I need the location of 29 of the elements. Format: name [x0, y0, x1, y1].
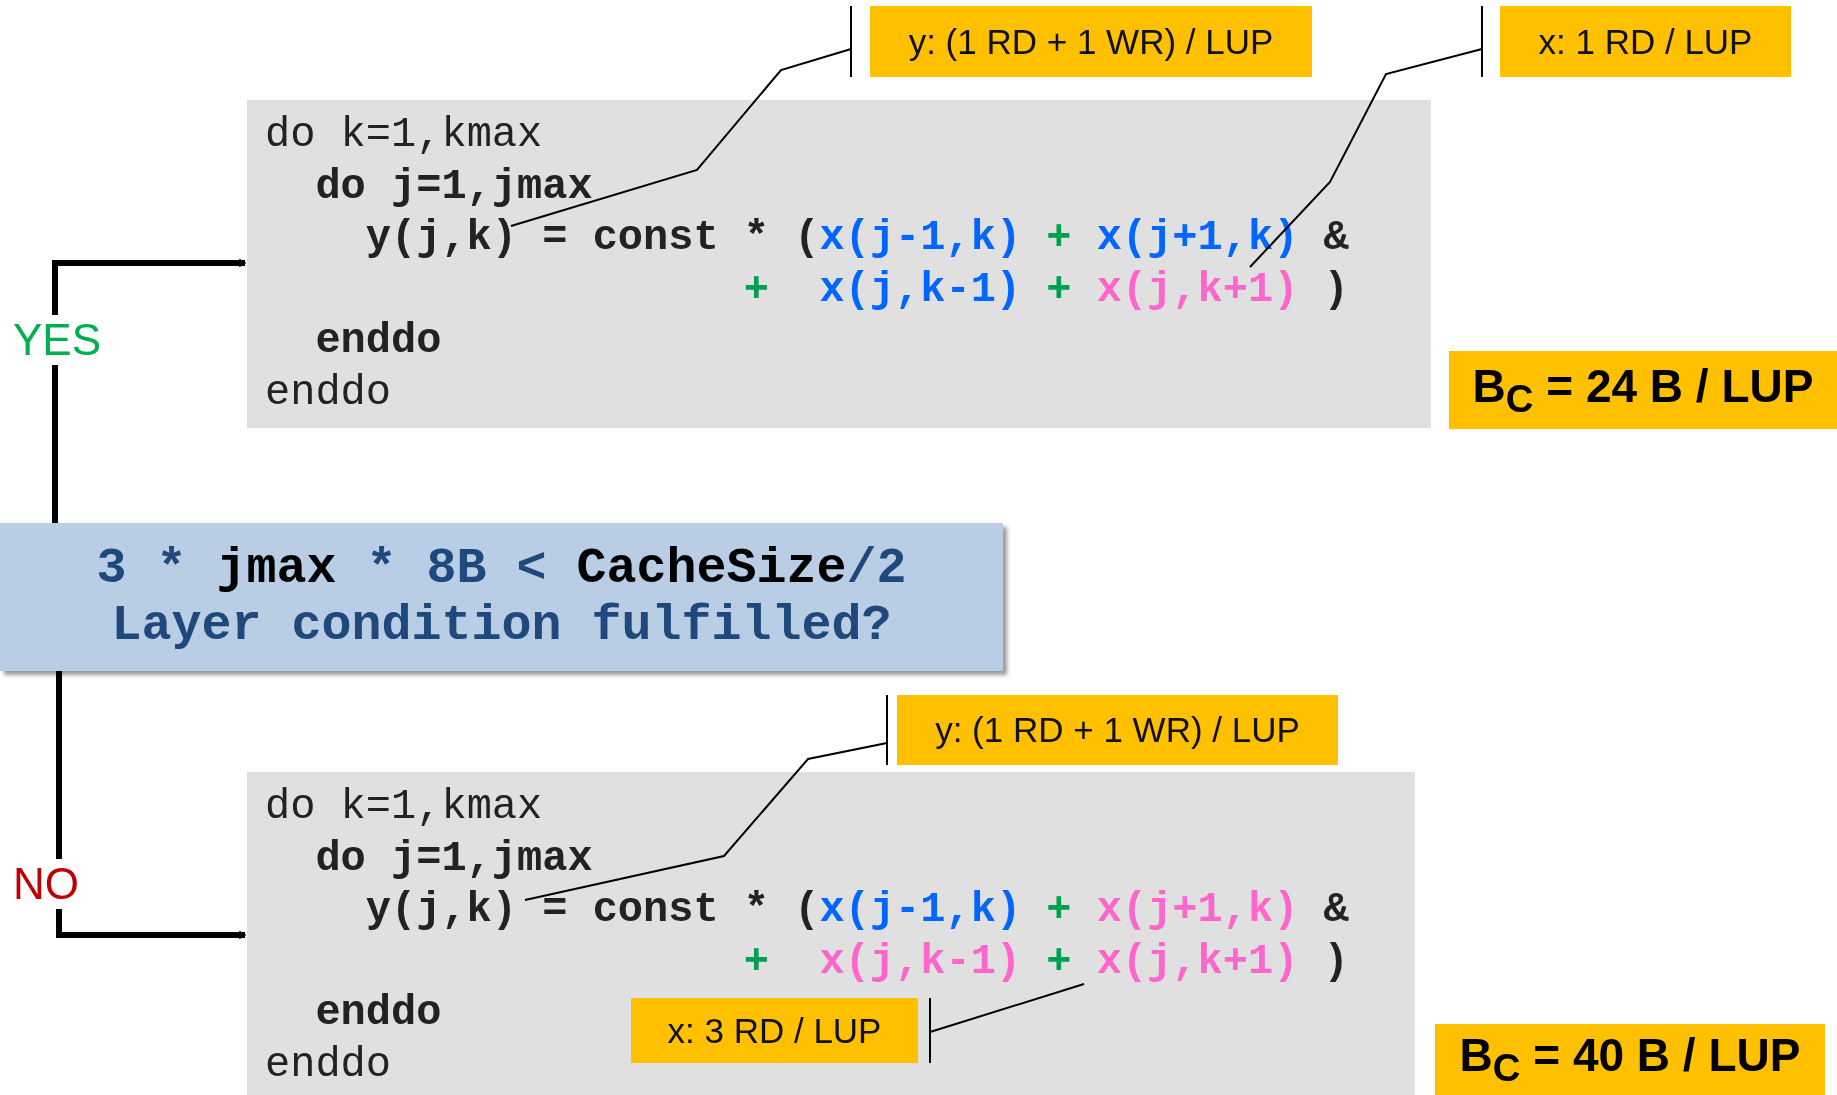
code-line: enddo: [315, 316, 442, 367]
code-line: enddo: [265, 367, 392, 419]
code-line: enddo: [265, 1039, 392, 1091]
code-block: [247, 772, 1415, 1095]
code-block: [247, 100, 1431, 428]
result-box: B$_{C}$ = 24 B / LUP: [1449, 351, 1837, 429]
result-box: B$_{C}$ = 40 B / LUP: [1435, 1024, 1825, 1095]
edge-label: YES: [11, 315, 103, 365]
arrow: [52, 258, 246, 523]
callout-box: x: 1 RD / LUP: [1500, 6, 1791, 77]
code-line: enddo: [315, 988, 442, 1039]
code-line: do j=1,jmax: [315, 833, 593, 885]
leader-line: [1249, 5, 1483, 268]
code-line: do k=1,kmax: [265, 110, 543, 161]
decision-box: [0, 523, 1003, 671]
code-line: do k=1,kmax: [265, 782, 543, 833]
code-line: + x(j,k-1) + x(j,k+1) ): [743, 264, 1349, 316]
code-line: y(j,k) = const * (x(j-1,k) + x(j+1,k) &: [365, 885, 1349, 936]
arrow: [56, 671, 246, 940]
condition-text: Layer condition fulfilled?: [111, 597, 892, 654]
callout-box: x: 3 RD / LUP: [631, 998, 918, 1063]
callout-box: y: (1 RD + 1 WR) / LUP: [870, 6, 1312, 77]
leader-line: [929, 983, 1085, 1064]
leader-line: [510, 5, 852, 227]
code-line: + x(j,k-1) + x(j,k+1) ): [743, 936, 1349, 988]
code-line: do j=1,jmax: [315, 161, 593, 213]
callout-box: y: (1 RD + 1 WR) / LUP: [897, 695, 1338, 765]
condition-text: 3 *jmax* 8B < CacheSize/2: [96, 540, 907, 597]
leader-line: [524, 694, 888, 901]
